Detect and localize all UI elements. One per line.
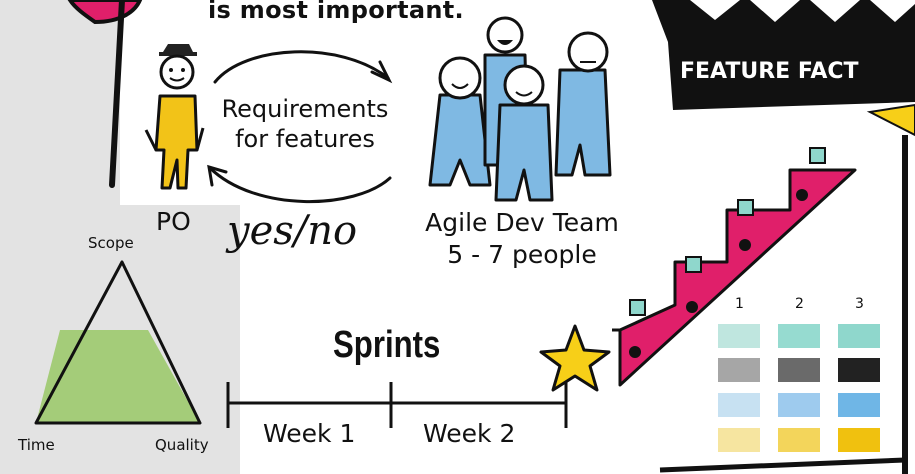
team-line-2: 5 - 7 people bbox=[447, 240, 597, 269]
pink-blob bbox=[67, 0, 143, 25]
requirements-line-1: Requirements bbox=[221, 95, 389, 123]
banner-title: FEATURE FACT bbox=[680, 59, 859, 84]
palette-swatch bbox=[718, 393, 760, 417]
scope-triangle bbox=[34, 260, 202, 425]
requirements-label: Requirements for features bbox=[200, 94, 410, 154]
arrow-bottom bbox=[208, 166, 392, 204]
banner-shape bbox=[652, 0, 915, 137]
week-2-label: Week 2 bbox=[423, 419, 516, 448]
arrow-top bbox=[213, 50, 390, 84]
week-1-label: Week 1 bbox=[263, 419, 356, 448]
scope-label: Scope bbox=[88, 234, 134, 252]
feature-staircase bbox=[612, 147, 857, 387]
po-figure bbox=[144, 44, 205, 190]
palette-swatch bbox=[778, 358, 820, 382]
palette-swatch bbox=[718, 324, 760, 348]
team-label: Agile Dev Team 5 - 7 people bbox=[406, 207, 638, 271]
divider-line bbox=[109, 0, 125, 188]
palette-swatch bbox=[838, 324, 880, 348]
decision-label: yes/no bbox=[227, 208, 358, 254]
palette-column-label: 3 bbox=[855, 296, 864, 312]
palette-swatch bbox=[718, 428, 760, 452]
sprint-timeline bbox=[226, 382, 568, 428]
requirements-line-2: for features bbox=[235, 125, 375, 153]
palette-swatch bbox=[778, 393, 820, 417]
star-icon bbox=[539, 324, 611, 392]
quality-label: Quality bbox=[155, 436, 209, 454]
palette-swatch bbox=[778, 324, 820, 348]
heading-text: is most important. bbox=[208, 0, 464, 24]
palette-swatch bbox=[718, 358, 760, 382]
po-label: PO bbox=[156, 207, 191, 236]
time-label: Time bbox=[18, 436, 55, 454]
team-figures bbox=[428, 16, 612, 202]
palette-swatch bbox=[838, 428, 880, 452]
palette-swatch bbox=[838, 358, 880, 382]
palette-swatch bbox=[838, 393, 880, 417]
team-line-1: Agile Dev Team bbox=[425, 208, 619, 237]
palette-column-label: 1 bbox=[735, 296, 744, 312]
palette-swatch bbox=[778, 428, 820, 452]
sprints-title: Sprints bbox=[333, 324, 441, 366]
palette-column-label: 2 bbox=[795, 296, 804, 312]
